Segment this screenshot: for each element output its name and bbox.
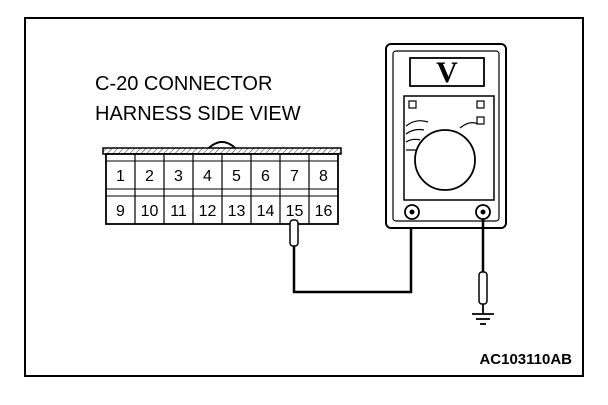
range-marks: [405, 120, 429, 151]
pin-label-15: 15: [286, 203, 304, 220]
ground-probe: [478, 271, 488, 305]
pin-label-4: 4: [203, 168, 212, 185]
indicator-left: [408, 100, 417, 109]
pin-label-6: 6: [261, 168, 270, 185]
negative-jack: [475, 204, 491, 220]
pin-label-7: 7: [290, 168, 299, 185]
positive-jack: [404, 204, 420, 220]
indicator-right-1: [476, 100, 485, 109]
voltmeter: V: [385, 43, 507, 229]
pin-label-16: 16: [315, 203, 333, 220]
pin-label-8: 8: [319, 168, 328, 185]
back-probe-pin: [289, 219, 299, 247]
selector-panel: [403, 95, 495, 201]
pin-label-9: 9: [116, 203, 125, 220]
pin-label-11: 11: [170, 203, 187, 220]
pin-label-13: 13: [228, 203, 246, 220]
voltage-symbol: V: [436, 56, 458, 89]
figure-id: AC103110AB: [479, 351, 572, 368]
figure-border: [24, 17, 584, 377]
pin-label-14: 14: [257, 203, 275, 220]
probe-lead-pin15: [289, 214, 413, 294]
pin-label-12: 12: [199, 203, 217, 220]
pin-label-1: 1: [116, 168, 125, 185]
voltmeter-display: [409, 57, 485, 87]
ground-icon: [472, 313, 494, 325]
indicator-right-2: [476, 116, 485, 125]
voltmeter-face: [392, 50, 500, 222]
pin-label-3: 3: [174, 168, 183, 185]
connector-title-line-2: HARNESS SIDE VIEW: [95, 103, 301, 125]
pin-label-10: 10: [141, 203, 159, 220]
pin-label-5: 5: [232, 168, 241, 185]
lead-wire-positive: [292, 214, 413, 294]
connector-title-line-1: C-20 CONNECTOR: [95, 73, 272, 95]
ground-lead: [478, 219, 488, 314]
pin-label-2: 2: [145, 168, 154, 185]
selector-dial: [414, 129, 476, 191]
